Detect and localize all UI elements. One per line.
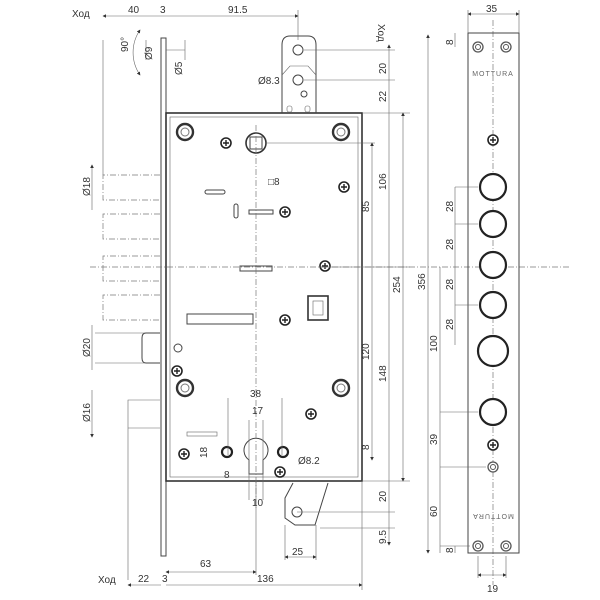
dim-label: □8: [268, 177, 280, 188]
dim-label: Ø20: [82, 338, 93, 357]
dim-label: 22: [138, 574, 150, 585]
dim-label: Ø8.3: [258, 76, 280, 87]
svg-text:22: 22: [378, 90, 389, 102]
bottom-bracket: [284, 482, 329, 526]
svg-text:28: 28: [445, 318, 456, 330]
svg-text:19: 19: [487, 584, 499, 595]
faceplate-front: MOTTURA MOTTURA: [467, 32, 520, 554]
svg-text:9.5: 9.5: [378, 530, 389, 544]
brand-text: MOTTURA: [472, 71, 514, 78]
svg-text:85: 85: [361, 200, 372, 212]
dim-label: Ø18: [82, 177, 93, 196]
svg-text:35: 35: [486, 4, 498, 15]
dim-label: 3: [162, 574, 168, 585]
slot: [204, 189, 226, 195]
brand-text-inverted: MOTTURA: [472, 512, 514, 519]
svg-text:254: 254: [392, 276, 403, 293]
slot: [233, 203, 239, 219]
svg-text:8: 8: [445, 39, 456, 45]
dim-label: Ø9: [144, 46, 155, 60]
angle-label: 90°: [120, 37, 131, 52]
dim-label: Ø5: [174, 61, 185, 75]
dim-label: 91.5: [228, 5, 248, 16]
top-bracket: [281, 35, 317, 113]
lock-case: [165, 112, 363, 482]
stroke-label: Ход: [375, 24, 386, 42]
mount-hole: [331, 122, 351, 142]
right-dim-labels: 20 22 106 85 254 120 148 8 20 9.5 356: [361, 62, 428, 544]
svg-text:20: 20: [378, 62, 389, 74]
stroke-label: Ход: [98, 575, 116, 586]
svg-text:148: 148: [378, 365, 389, 382]
mount-hole: [175, 122, 195, 142]
dim-label: 10: [252, 498, 264, 509]
slot: [186, 431, 218, 437]
stroke-label: Ход: [72, 9, 90, 20]
dim-label: 40: [128, 5, 140, 16]
svg-text:28: 28: [445, 200, 456, 212]
dim-label: 18: [199, 446, 210, 458]
dim-label: Ø16: [82, 403, 93, 422]
cylinder-hole: [220, 437, 290, 475]
switch: [307, 295, 329, 321]
slot: [186, 313, 254, 325]
slot: [248, 209, 274, 215]
pin: [173, 343, 183, 353]
mount-hole: [331, 378, 351, 398]
dim-label: 38: [250, 389, 262, 400]
dim-label: 17: [252, 406, 264, 417]
svg-text:8: 8: [445, 547, 456, 553]
latch-detail: [132, 29, 186, 76]
screw-icon: [171, 137, 350, 478]
svg-text:356: 356: [417, 273, 428, 290]
dim-label: 3: [160, 5, 166, 16]
dim-label: Ø8.2: [298, 456, 320, 467]
dim-label: 25: [292, 547, 304, 558]
strip-dim-labels: 35 8 28 28 28 28 100 39 60 8 19: [429, 4, 499, 595]
svg-text:120: 120: [361, 343, 372, 360]
svg-text:28: 28: [445, 238, 456, 250]
svg-text:28: 28: [445, 278, 456, 290]
svg-text:39: 39: [429, 433, 440, 445]
svg-text:20: 20: [378, 490, 389, 502]
mount-hole: [175, 378, 195, 398]
svg-text:8: 8: [361, 444, 372, 450]
svg-text:106: 106: [378, 173, 389, 190]
dim-label: 136: [257, 574, 274, 585]
dim-label: 8: [224, 470, 230, 481]
svg-text:100: 100: [429, 335, 440, 352]
dim-label: 63: [200, 559, 212, 570]
bolts: [95, 40, 160, 580]
svg-text:60: 60: [429, 505, 440, 517]
